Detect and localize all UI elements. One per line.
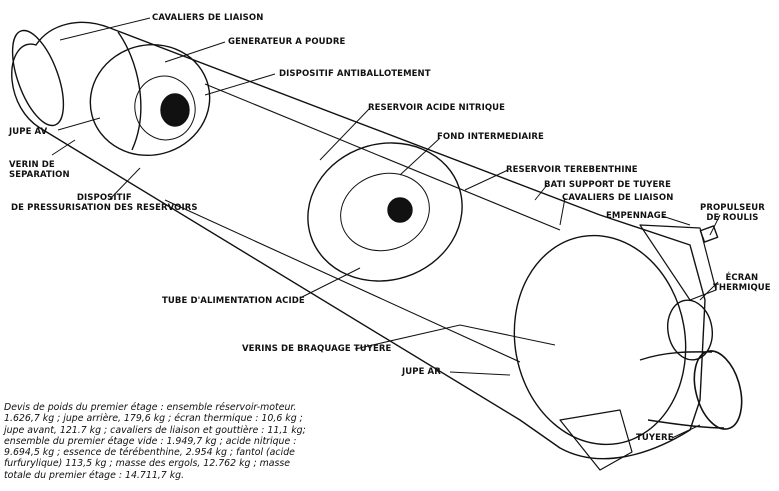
label-verins-de-braquage-tuyere: VERINS DE BRAQUAGE TUYERE xyxy=(242,344,392,354)
label-bati-support-de-tuyere: BATI SUPPORT DE TUYERE xyxy=(544,180,671,190)
label-propulseur-de-roulis: PROPULSEUR DE ROULIS xyxy=(700,203,765,223)
label-cavaliers-de-liaison-right: CAVALIERS DE LIAISON xyxy=(562,193,674,203)
label-reservoir-terebenthine: RESERVOIR TEREBENTHINE xyxy=(506,165,638,175)
label-pressurisation-line2: DE PRESSURISATION DES RESERVOIRS xyxy=(11,203,198,213)
caption-line: ensemble du premier étage vide : 1.949,7… xyxy=(4,435,297,447)
front-skirt-opening xyxy=(11,29,65,127)
label-verin-de-separation: VERIN DE SEPARATION xyxy=(9,160,70,180)
label-cavaliers-de-liaison-top: CAVALIERS DE LIAISON xyxy=(152,13,264,23)
caption-line: furfurylique) 113,5 kg ; masse des ergol… xyxy=(4,458,290,470)
label-empennage: EMPENNAGE xyxy=(606,211,667,221)
label-propulseur-line2: DE ROULIS xyxy=(706,213,759,223)
gas-generator-cutaway xyxy=(89,43,211,157)
label-verin-line1: VERIN DE xyxy=(9,160,55,170)
label-ecran-line1: ÉCRAN xyxy=(725,273,759,283)
label-ecran-thermique: ÉCRAN THERMIQUE xyxy=(713,273,771,293)
label-jupe-av: JUPE AV xyxy=(9,127,48,137)
weight-breakdown-caption: Devis de poids du premier étage : ensemb… xyxy=(4,402,376,481)
label-propulseur-line1: PROPULSEUR xyxy=(700,203,765,213)
label-tube-d-alimentation-acide: TUBE D'ALIMENTATION ACIDE xyxy=(162,296,305,306)
nozzle-body xyxy=(639,351,725,429)
label-tuyere: TUYERE xyxy=(636,433,674,443)
label-pressurisation-line1: DISPOSITIF xyxy=(76,193,132,203)
label-jupe-ar: JUPE AR xyxy=(402,367,441,377)
caption-line: jupe avant, 121.7 kg ; cavaliers de liai… xyxy=(4,424,306,436)
forward-skirt-band xyxy=(117,31,142,151)
label-ecran-line2: THERMIQUE xyxy=(713,283,771,293)
caption-line: totale du premier étage : 14.711,7 kg. xyxy=(4,469,185,481)
label-dispositif-de-pressurisation: DISPOSITIF DE PRESSURISATION DES RESERVO… xyxy=(11,193,198,213)
label-dispositif-antiballotement: DISPOSITIF ANTIBALLOTEMENT xyxy=(279,69,431,79)
label-verin-line2: SEPARATION xyxy=(9,170,70,180)
caption-line: Devis de poids du premier étage : ensemb… xyxy=(4,402,297,413)
caption-line: 9.694,5 kg ; essence de térébenthine, 2.… xyxy=(4,447,295,459)
rocket-body-outline xyxy=(11,21,706,460)
intermediate-bulkhead xyxy=(307,142,463,282)
empennage-fin-top xyxy=(639,224,717,301)
empennage-fin-bottom xyxy=(559,409,633,471)
label-fond-intermediaire: FOND INTERMEDIAIRE xyxy=(437,132,544,142)
label-generateur-a-poudre: GENERATEUR A POUDRE xyxy=(228,37,346,47)
aft-skirt-opening xyxy=(513,234,687,446)
caption-line: 1.626,7 kg ; jupe arrière, 179,6 kg ; éc… xyxy=(4,413,303,425)
label-reservoir-acide-nitrique: RESERVOIR ACIDE NITRIQUE xyxy=(368,103,506,113)
